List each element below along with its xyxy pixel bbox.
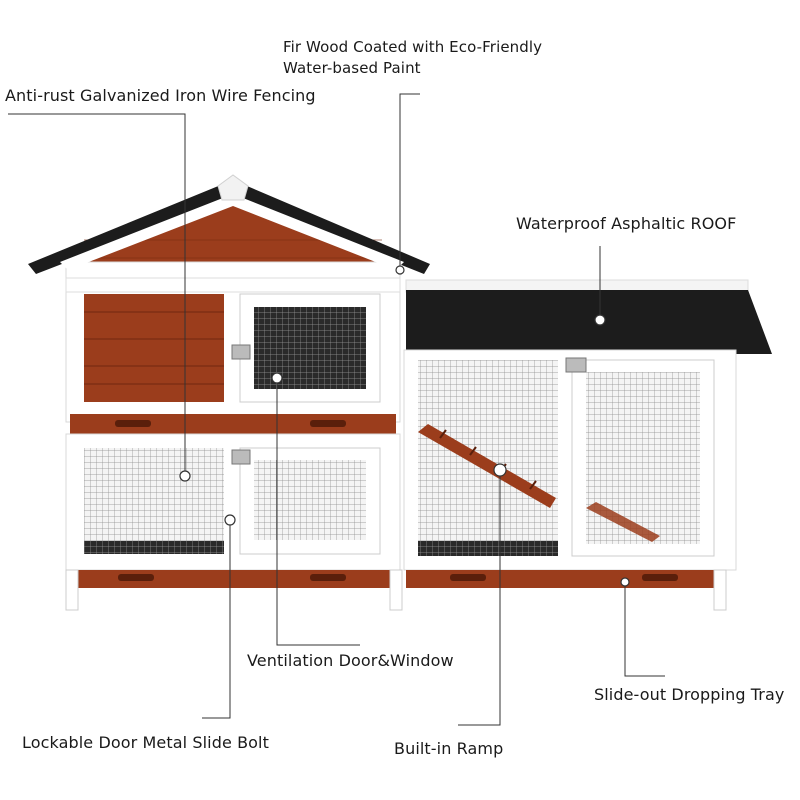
callout-ramp: Built-in Ramp <box>394 739 504 758</box>
leader-bolt <box>202 520 231 719</box>
callout-fir-wood: Fir Wood Coated with Eco-Friendly Water-… <box>283 37 542 79</box>
run-door <box>565 357 715 557</box>
right-run <box>403 279 772 611</box>
callout-fencing: Anti-rust Galvanized Iron Wire Fencing <box>5 86 316 105</box>
callout-dots <box>179 265 630 587</box>
leader-fir-wood <box>399 93 420 270</box>
leader-lines <box>8 93 665 726</box>
upper-window <box>231 293 381 403</box>
callout-fir-wood-line2: Water-based Paint <box>283 59 421 77</box>
right-roof <box>405 279 772 354</box>
gable-panel <box>84 205 382 278</box>
leader-fencing <box>8 113 186 476</box>
left-roof <box>28 174 430 274</box>
left-house <box>28 174 430 611</box>
callout-fir-wood-line1: Fir Wood Coated with Eco-Friendly <box>283 38 543 56</box>
callout-roof: Waterproof Asphaltic ROOF <box>516 214 737 233</box>
middle-floor <box>70 414 396 434</box>
callout-ventilation: Ventilation Door&Window <box>247 651 454 670</box>
leader-tray <box>624 582 665 677</box>
callout-bolt: Lockable Door Metal Slide Bolt <box>22 733 269 752</box>
leader-ramp <box>458 470 501 726</box>
leader-ventilation <box>276 378 360 646</box>
ramp <box>418 424 660 542</box>
callout-tray: Slide-out Dropping Tray <box>594 685 785 704</box>
wood-siding <box>84 294 224 402</box>
lower-mesh-left <box>84 448 224 554</box>
lower-door <box>231 447 381 555</box>
run-mesh-left <box>418 360 558 556</box>
